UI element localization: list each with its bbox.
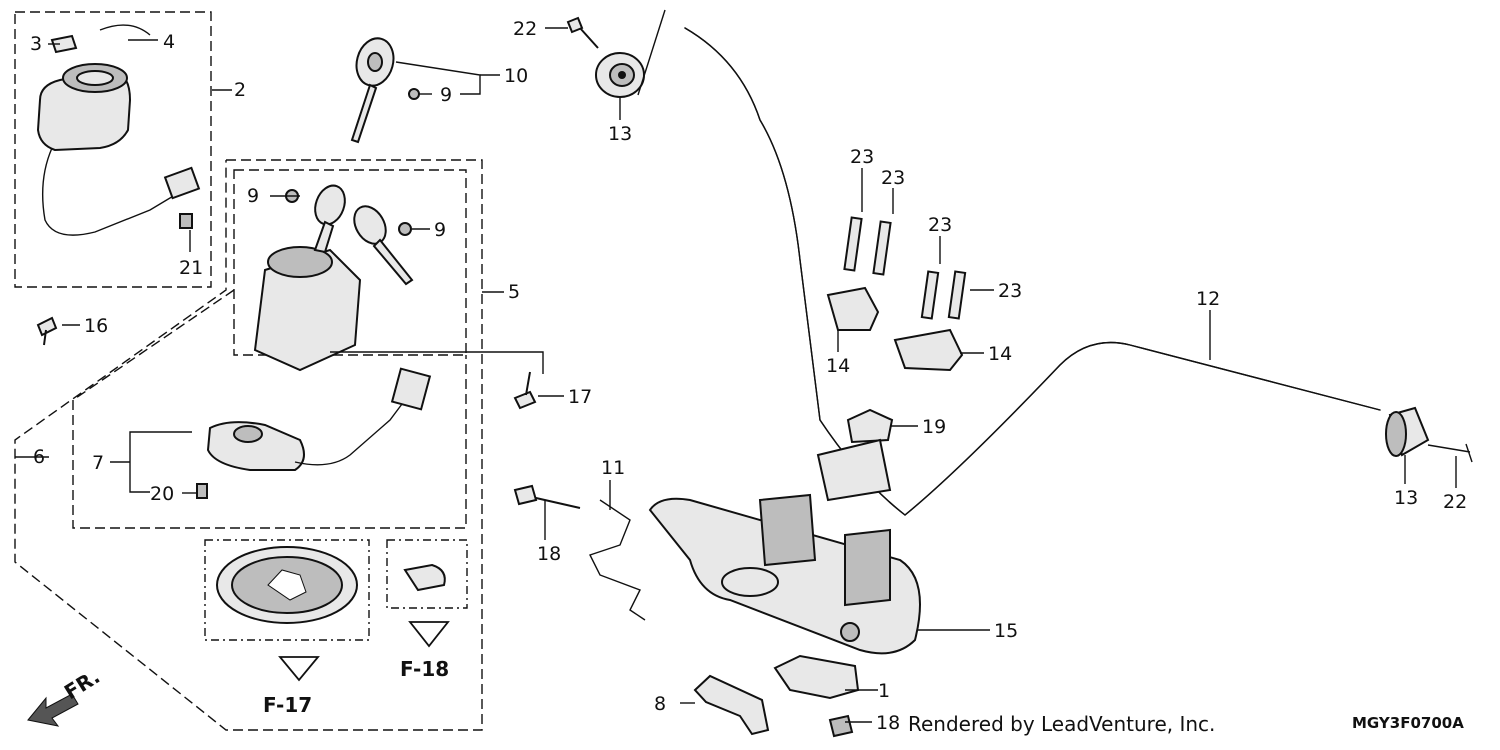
wire-guide-11[interactable] [589, 499, 646, 621]
callout-15: 15 [994, 620, 1018, 642]
callout-12: 12 [1196, 288, 1220, 310]
callout-5: 5 [508, 281, 520, 303]
group-box-5 [233, 169, 467, 356]
callout-13b: 13 [1394, 487, 1418, 509]
callout-14b: 14 [988, 343, 1012, 365]
fuel-cap-box [204, 539, 370, 641]
bracket-1[interactable] [773, 654, 860, 700]
top-bridge[interactable] [648, 493, 921, 655]
diagram-code: MGY3F0700A [1352, 714, 1464, 732]
immobilizer-receiver[interactable] [206, 367, 432, 471]
handlebar[interactable] [684, 27, 1381, 516]
bolt-17[interactable] [513, 371, 537, 410]
callout-17: 17 [568, 386, 592, 408]
bolt-18b[interactable] [828, 714, 854, 738]
holder-lower [816, 438, 892, 502]
group-box-6 [14, 159, 483, 731]
callout-13a: 13 [608, 123, 632, 145]
key-ring-9c [398, 222, 412, 236]
fuel-cap[interactable] [216, 546, 358, 624]
bolt-22b[interactable] [1427, 443, 1473, 463]
callout-18b: 18 [876, 712, 900, 734]
group-box-2 [14, 11, 212, 288]
reference-f17: F-17 [263, 693, 312, 717]
bolt-16[interactable] [36, 316, 58, 346]
ignition-switch[interactable] [253, 181, 414, 372]
clip-8[interactable] [693, 674, 770, 736]
bar-end-weight[interactable] [595, 52, 645, 98]
callout-22a: 22 [513, 18, 537, 40]
callout-23d: 23 [998, 280, 1022, 302]
cap-lock-box [386, 539, 468, 609]
arrow-f18 [408, 621, 450, 648]
cap-lock[interactable] [403, 563, 446, 592]
callout-2: 2 [234, 79, 246, 101]
break-line [637, 9, 666, 96]
holder-upper-14b[interactable] [893, 328, 964, 372]
callout-1: 1 [878, 680, 890, 702]
callout-23a: 23 [850, 146, 874, 168]
arrow-f17 [278, 656, 320, 682]
callout-7: 7 [92, 452, 104, 474]
callout-23c: 23 [928, 214, 952, 236]
handlebar-outline [684, 27, 1381, 516]
part-3-plate [50, 34, 78, 54]
callout-16: 16 [84, 315, 108, 337]
nut-19[interactable] [846, 408, 894, 444]
screw-20 [196, 483, 208, 499]
callout-9c: 9 [440, 84, 452, 106]
key-10[interactable] [350, 34, 398, 144]
switch-assembly[interactable] [36, 63, 201, 236]
callout-11: 11 [601, 457, 625, 479]
credit-text: Rendered by LeadVenture, Inc. [908, 712, 1215, 736]
callout-21: 21 [179, 257, 203, 279]
callout-9b: 9 [434, 219, 446, 241]
callout-8: 8 [654, 693, 666, 715]
bolt-22[interactable] [566, 16, 599, 49]
callout-3: 3 [30, 33, 42, 55]
holder-bolts[interactable] [843, 216, 967, 320]
leader-lines [15, 27, 1457, 723]
callout-4: 4 [163, 31, 175, 53]
callout-19: 19 [922, 416, 946, 438]
callout-22b: 22 [1443, 491, 1467, 513]
callout-18a: 18 [537, 543, 561, 565]
reference-f18: F-18 [400, 657, 449, 681]
holder-upper-14[interactable] [826, 286, 880, 331]
callout-14a: 14 [826, 355, 850, 377]
callout-20: 20 [150, 483, 174, 505]
part-4-clip [99, 24, 151, 36]
bolt-18[interactable] [513, 484, 581, 509]
group-box-7 [72, 289, 467, 529]
front-direction-arrow [27, 693, 79, 727]
key-ring-9 [408, 88, 420, 100]
callout-6: 6 [33, 446, 45, 468]
callout-9a: 9 [247, 185, 259, 207]
callout-23b: 23 [881, 167, 905, 189]
callout-10: 10 [504, 65, 528, 87]
bar-end-weight-right[interactable] [1385, 406, 1430, 457]
